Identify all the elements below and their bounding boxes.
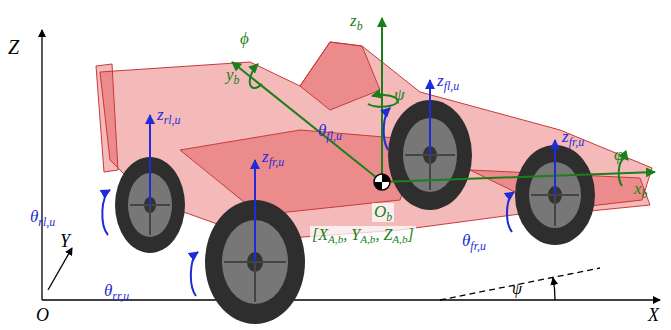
body-frame (232, 18, 655, 186)
math-symbol: Y (60, 232, 70, 252)
symbol-subscript: fl,u (326, 129, 342, 143)
drawing-part (368, 95, 398, 107)
symbol-subscript: A,b (328, 233, 343, 245)
drawing-part (102, 190, 110, 235)
drawing-part (254, 160, 256, 262)
drawing-part (381, 18, 383, 182)
drawing-part (429, 80, 431, 155)
symbol-base: ψ (512, 280, 522, 297)
symbol-subscript: A,b (392, 233, 407, 245)
math-symbol: Z (8, 36, 19, 58)
symbol-base: Y (60, 231, 70, 251)
symbol-base: x (634, 179, 642, 198)
symbol-base: Z (8, 36, 19, 58)
drawing-part (42, 299, 660, 300)
symbol-base: θ (104, 281, 112, 300)
drawing-part (149, 115, 151, 205)
drawing-part (250, 64, 262, 88)
math-symbol: xb (634, 180, 648, 199)
symbol-subscript: b (642, 187, 648, 201)
math-symbol: zfr,u (562, 128, 584, 147)
math-symbol: θrr,u (104, 282, 129, 301)
symbol-base: z (157, 105, 164, 124)
math-symbol: θrl,u (30, 208, 55, 227)
math-symbol: yb (226, 66, 240, 85)
drawing-part (300, 42, 380, 110)
symbol-base: ϕ (240, 29, 249, 48)
drawing-part (384, 108, 390, 150)
symbol-base: , Z (375, 226, 392, 243)
symbol-subscript: rl,u (164, 113, 181, 127)
drawing-part (554, 140, 556, 195)
math-symbol: θfr,u (462, 232, 486, 251)
symbol-base: φ (614, 145, 623, 164)
math-symbol: Ob (372, 203, 394, 222)
symbol-subscript: A,b (360, 233, 375, 245)
symbol-subscript: b (357, 19, 363, 33)
math-symbol: φ (614, 146, 623, 165)
drawing-part (41, 30, 42, 300)
symbol-base: [X (312, 226, 328, 243)
drawing-part (507, 192, 514, 232)
math-symbol: O (36, 306, 49, 326)
symbol-subscript: fr,u (269, 155, 285, 169)
symbol-base: O (36, 305, 49, 325)
math-symbol: zfr,u (262, 148, 284, 167)
symbol-base: z (562, 127, 569, 146)
symbol-subscript: fl,u (444, 79, 460, 93)
symbol-base: θ (318, 121, 326, 140)
center-of-mass (374, 174, 390, 190)
drawing-part (191, 252, 198, 296)
symbol-subscript: fr,u (470, 239, 486, 253)
symbol-subscript: b (234, 73, 240, 87)
symbol-subscript: rr,u (112, 289, 129, 303)
symbol-base: y (226, 65, 234, 84)
math-symbol: ψ (512, 280, 522, 298)
math-symbol: zrl,u (157, 106, 180, 125)
symbol-base: ] (408, 226, 414, 243)
symbol-base: ψ (394, 85, 405, 104)
symbol-subscript: b (386, 210, 392, 224)
symbol-base: X (648, 305, 659, 325)
math-symbol: X (648, 306, 659, 326)
world-axes (42, 30, 660, 300)
drawing-part (48, 248, 72, 290)
drawing-part (130, 120, 579, 302)
math-symbol: ψ (394, 86, 405, 105)
drawing-part (440, 268, 600, 300)
symbol-subscript: rl,u (38, 215, 55, 229)
math-symbol: zfl,u (437, 72, 459, 91)
symbol-base: θ (462, 231, 470, 250)
symbol-base: z (437, 71, 444, 90)
symbol-base: O (374, 202, 386, 221)
drawing-part (382, 172, 655, 182)
wheels (115, 100, 595, 324)
symbol-base: z (262, 147, 269, 166)
center-of-mass (374, 174, 390, 190)
symbol-base: z (350, 11, 357, 30)
symbol-subscript: fr,u (569, 135, 585, 149)
drawing-part (96, 64, 118, 172)
symbol-base: θ (30, 207, 38, 226)
wheel-axes (102, 80, 555, 296)
math-symbol: θfl,u (318, 122, 342, 141)
math-symbol: [XA,b, YA,b, ZA,b] (310, 226, 416, 244)
math-symbol: zb (350, 12, 363, 31)
symbol-base: , Y (343, 226, 360, 243)
math-symbol: ϕ (240, 30, 249, 49)
drawing-part (553, 278, 555, 300)
